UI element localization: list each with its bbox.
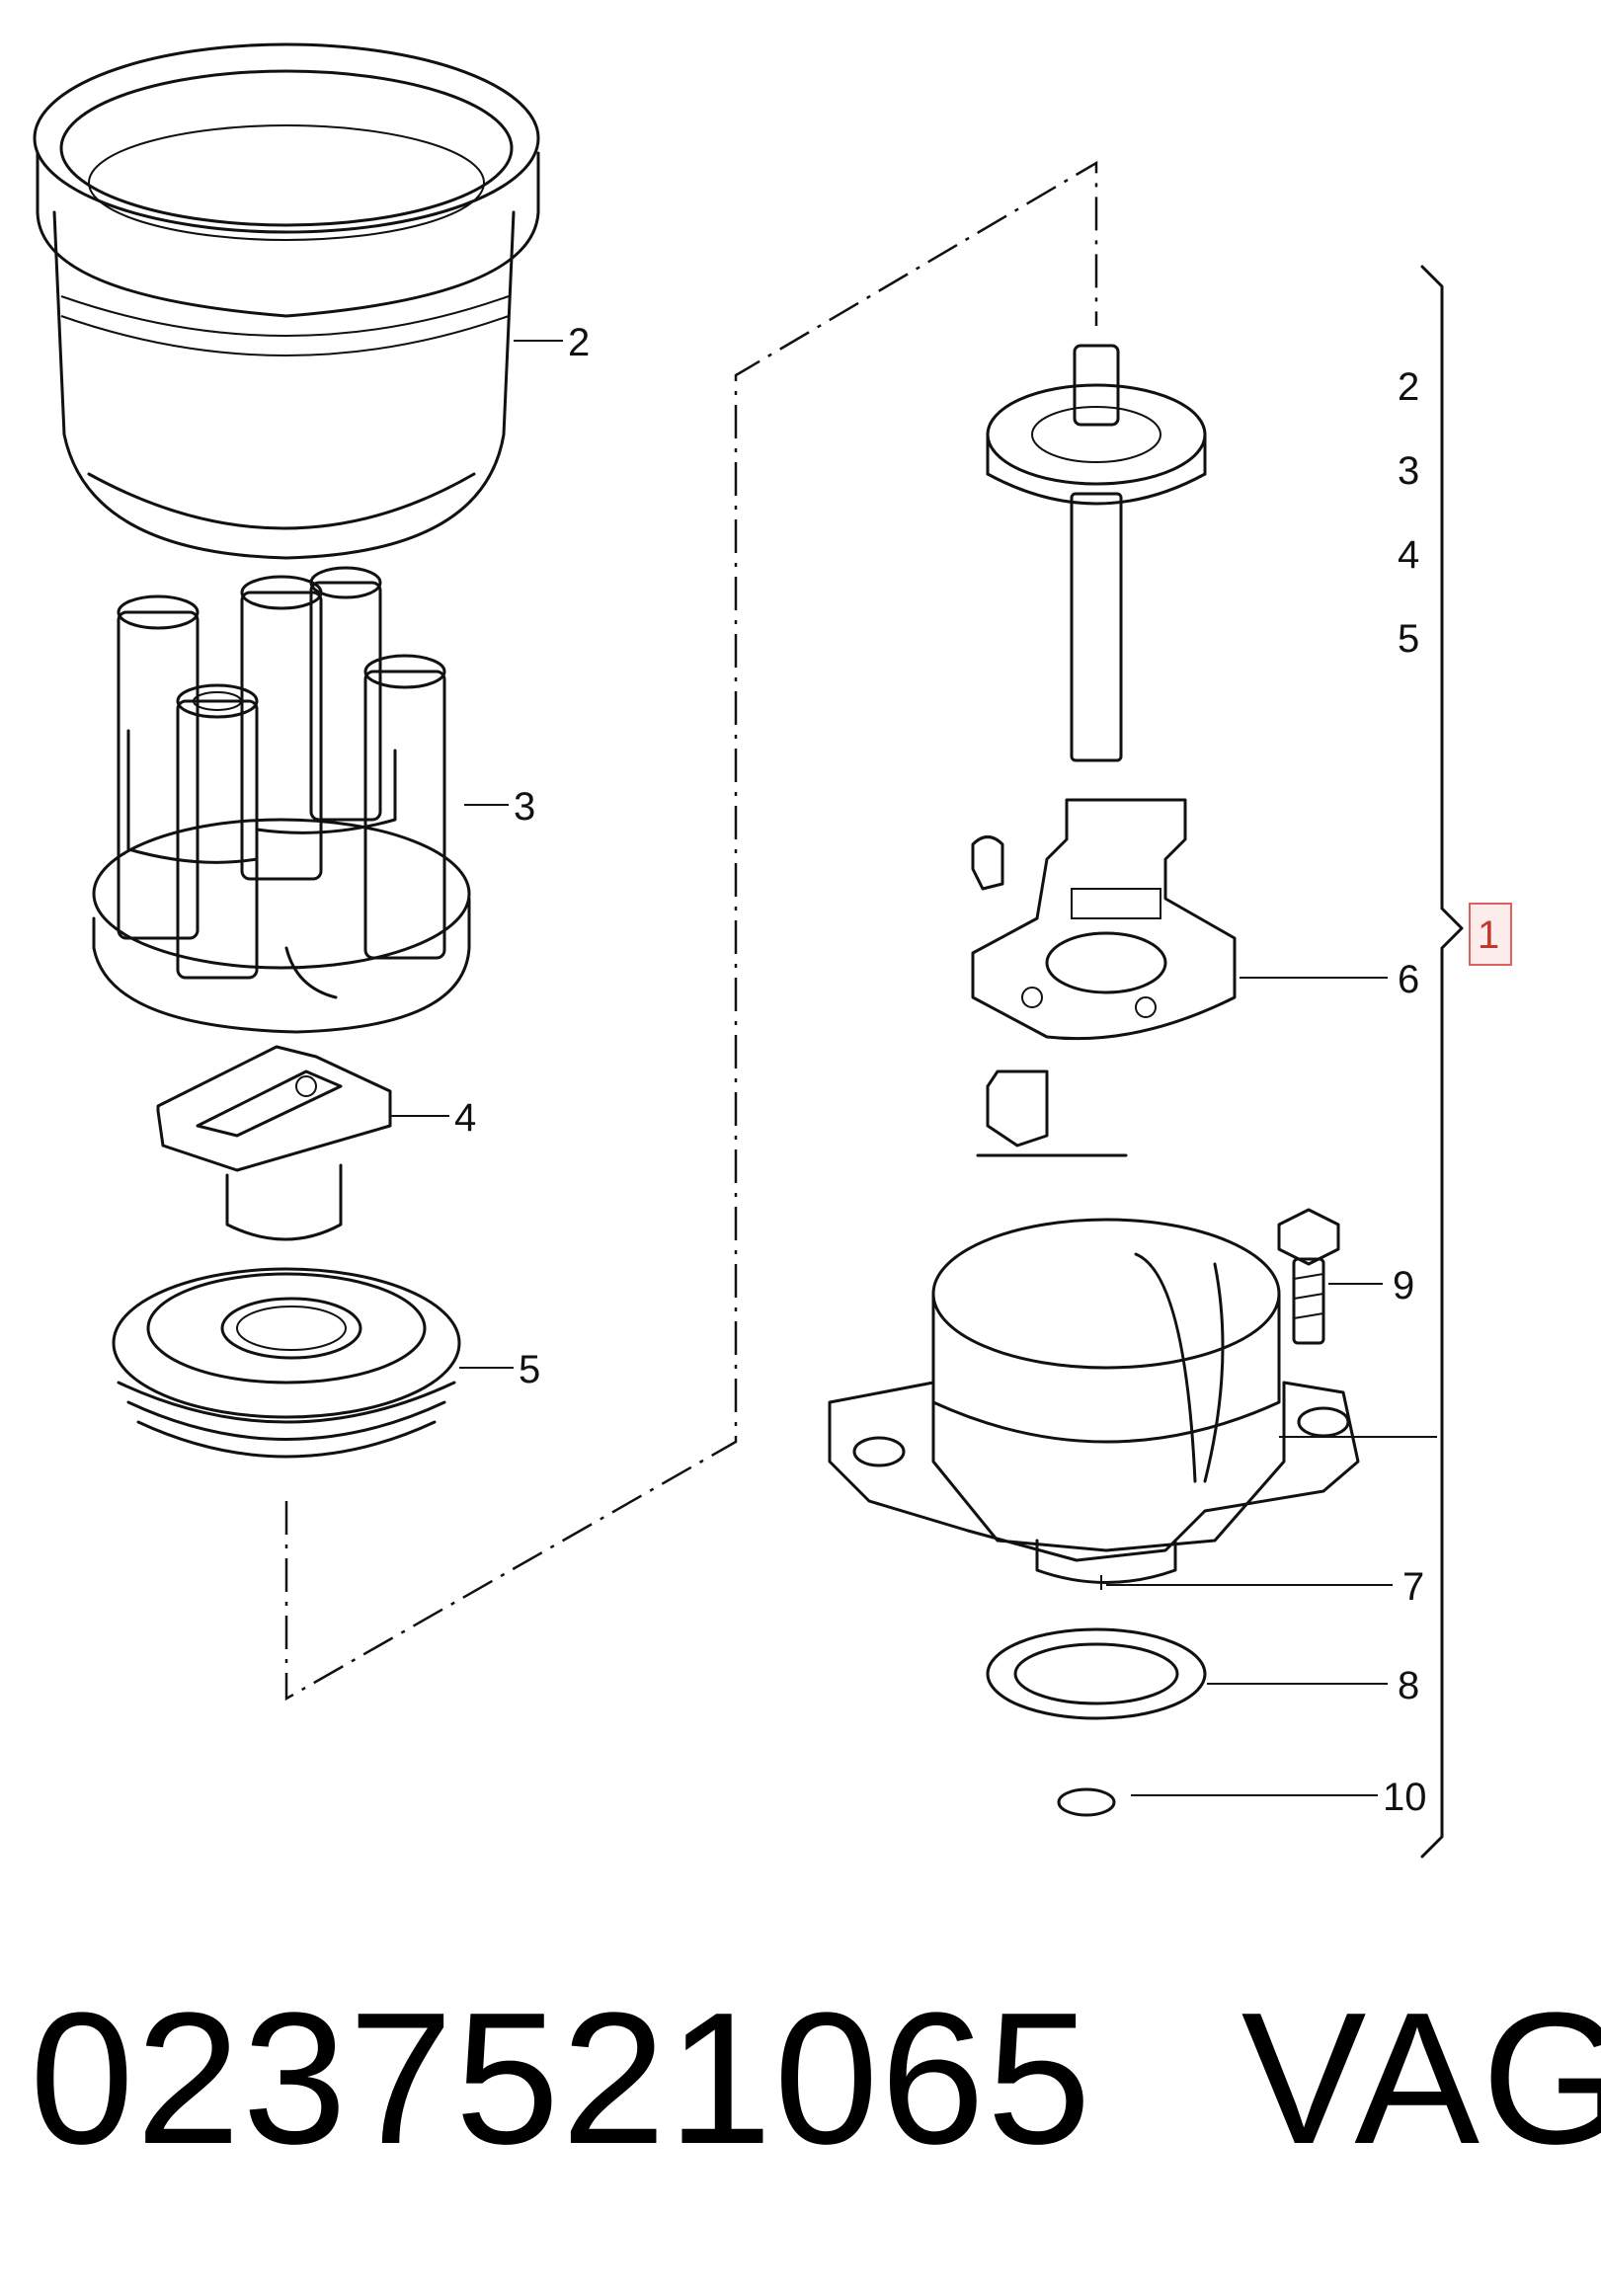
- svg-text:8: 8: [1398, 1664, 1419, 1707]
- svg-text:6: 6: [1398, 958, 1419, 1001]
- part-small-ring: [1057, 1787, 1116, 1817]
- svg-text:4: 4: [1398, 533, 1419, 577]
- brand-name: VAG: [1241, 1974, 1601, 2183]
- part-sensor-plate: [971, 798, 1237, 1041]
- svg-text:9: 9: [1393, 1264, 1414, 1307]
- callout-10: 10: [1131, 1776, 1427, 1819]
- callout-9: 9: [1328, 1264, 1414, 1307]
- part-rotor: [156, 1045, 392, 1241]
- assembly-dash-lines: [284, 160, 1098, 1702]
- assembly-label-box: 1: [1469, 903, 1512, 966]
- svg-text:10: 10: [1383, 1776, 1427, 1819]
- svg-text:4: 4: [454, 1096, 476, 1140]
- part-shaft: [986, 344, 1207, 762]
- svg-text:7: 7: [1402, 1565, 1424, 1609]
- svg-text:3: 3: [1398, 449, 1419, 493]
- callout-3-left: 3: [464, 785, 535, 829]
- part-cap-cup: [33, 42, 540, 560]
- callout-4-left: 4: [390, 1096, 476, 1140]
- svg-text:5: 5: [1398, 617, 1419, 661]
- part-o-ring: [986, 1627, 1207, 1720]
- part-number: 0237521065: [30, 1974, 1093, 2183]
- assembly-bracket: [1279, 265, 1464, 1859]
- callout-6: 6: [1240, 958, 1419, 1001]
- part-distributor-cap: [92, 566, 471, 1034]
- callout-8: 8: [1207, 1664, 1419, 1707]
- callout-2-left: 2: [514, 321, 590, 364]
- svg-text:5: 5: [519, 1348, 540, 1391]
- svg-text:1: 1: [1478, 913, 1499, 957]
- part-seal-plate: [112, 1267, 461, 1459]
- callout-5-left: 5: [459, 1348, 540, 1391]
- callout-7: 7: [1100, 1565, 1424, 1609]
- svg-text:2: 2: [1398, 365, 1419, 409]
- part-bolt: [1277, 1208, 1340, 1345]
- bracket-list: 2 3 4 5: [1398, 365, 1419, 661]
- svg-text:3: 3: [514, 785, 535, 829]
- part-housing: [828, 1069, 1360, 1584]
- svg-text:2: 2: [568, 321, 590, 364]
